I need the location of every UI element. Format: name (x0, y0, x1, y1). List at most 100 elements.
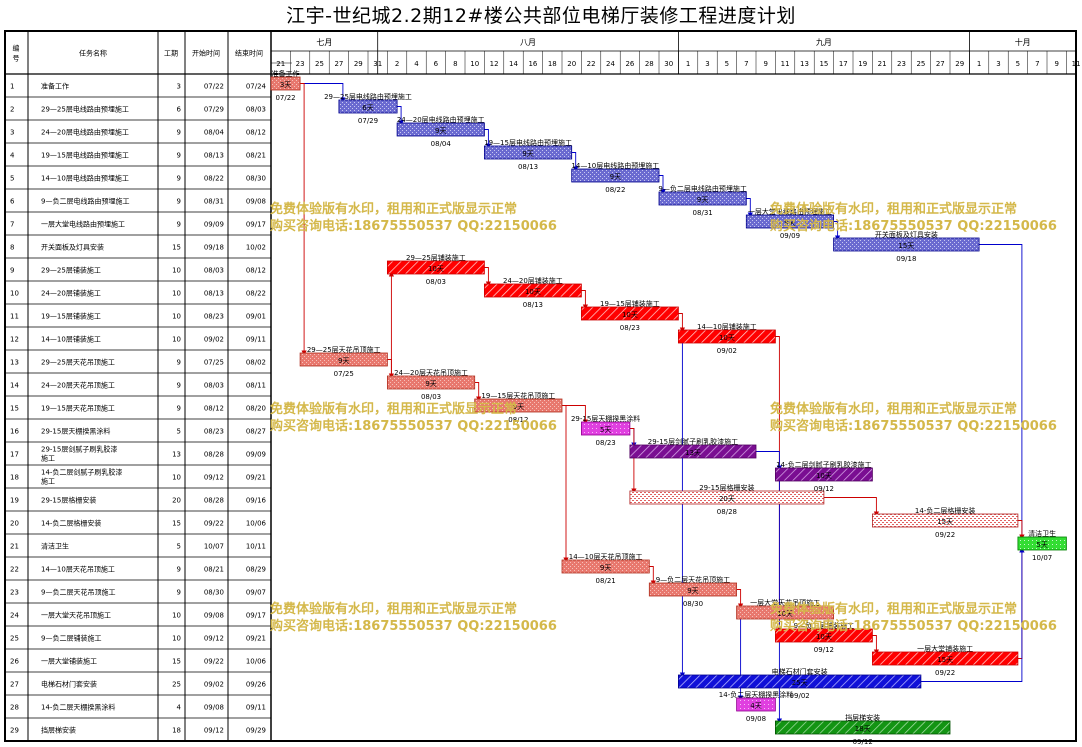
bar-task-label: 9—负二层电线路由预埋施工 (658, 184, 746, 193)
task-start: 09/02 (204, 336, 224, 344)
task-name: 14—10层天花吊顶施工 (41, 565, 115, 574)
task-name: 准备工作 (41, 82, 69, 91)
task-no: 13 (10, 359, 19, 367)
task-duration: 10 (172, 474, 181, 482)
bar-task-label: 29-15层剑腻子刷乳胶漆施工 (648, 437, 738, 446)
task-duration: 10 (172, 612, 181, 620)
task-start: 08/31 (204, 198, 224, 206)
day-tick-label: 17 (839, 60, 848, 68)
task-duration: 10 (172, 290, 181, 298)
task-start: 08/22 (204, 175, 224, 183)
task-no: 21 (10, 543, 19, 551)
task-name: 24—20层电线路由预埋施工 (41, 128, 129, 137)
task-name: 29—25层电线路由预埋施工 (41, 105, 129, 114)
task-end: 07/24 (246, 83, 267, 91)
gantt-bar (561, 559, 650, 574)
task-duration: 9 (177, 589, 181, 597)
task-name: 14-负二层剑腻子刷乳胶漆 (41, 468, 122, 477)
bar-duration-label: 20天 (719, 495, 735, 503)
task-duration: 6 (177, 106, 182, 114)
task-end: 09/11 (246, 704, 266, 712)
task-duration: 9 (177, 175, 181, 183)
task-no: 10 (10, 290, 19, 298)
bar-duration-label: 10天 (816, 472, 832, 480)
watermark-line-1: 免费体验版有水印，租用和正式版显示正常 (770, 601, 1017, 617)
task-no: 11 (10, 313, 19, 321)
task-duration: 4 (177, 704, 182, 712)
bar-task-label: 14—10层铺装施工 (697, 322, 757, 331)
bar-date-label: 08/13 (523, 301, 543, 309)
task-duration: 15 (172, 658, 181, 666)
task-duration: 15 (172, 520, 181, 528)
day-tick-label: 21 (276, 60, 285, 68)
gantt-bar (872, 651, 1019, 666)
dependency-link (300, 83, 346, 103)
task-name: 19—15层铺装施工 (41, 312, 101, 321)
task-no: 9 (10, 267, 14, 275)
task-end: 08/02 (246, 359, 266, 367)
task-duration: 9 (177, 405, 181, 413)
bar-date-label: 09/12 (853, 738, 873, 746)
day-tick-label: 5 (1016, 60, 1020, 68)
task-no: 17 (10, 451, 19, 459)
bar-task-label: 14-负二层天棚揆黑涂料 (719, 690, 793, 699)
bar-date-label: 08/21 (596, 577, 616, 585)
task-end: 10/11 (246, 543, 266, 551)
bar-date-label: 07/22 (275, 94, 295, 102)
task-start: 09/22 (204, 520, 224, 528)
bar-duration-label: 9天 (513, 403, 524, 411)
day-tick-label: 7 (1035, 60, 1039, 68)
day-tick-label: 15 (819, 60, 828, 68)
bar-duration-label: 10天 (428, 265, 444, 273)
dependency-link (581, 290, 589, 310)
day-tick-label: 24 (606, 60, 615, 68)
task-duration: 9 (177, 152, 181, 160)
task-end: 09/07 (246, 589, 266, 597)
day-tick-label: 5 (725, 60, 729, 68)
dependency-link (920, 547, 1025, 682)
bar-date-label: 08/23 (620, 324, 640, 332)
day-tick-label: 9 (763, 60, 767, 68)
dependency-link (736, 589, 744, 609)
task-duration: 13 (172, 451, 181, 459)
day-tick-label: 16 (528, 60, 537, 68)
dependency-link (629, 428, 637, 448)
task-start: 08/21 (204, 566, 224, 574)
bar-duration-label: 9天 (600, 564, 611, 572)
day-tick-label: 22 (587, 60, 596, 68)
task-start: 08/30 (204, 589, 224, 597)
task-end: 09/01 (246, 313, 266, 321)
task-start: 08/23 (204, 428, 224, 436)
bar-task-label: 14—10层电线路由预埋施工 (571, 161, 659, 170)
gantt-bar (386, 260, 485, 275)
task-no: 18 (10, 474, 19, 482)
dependency-link (388, 271, 475, 383)
task-end: 09/26 (246, 681, 267, 689)
bar-date-label: 08/04 (431, 140, 452, 148)
task-duration: 9 (177, 221, 181, 229)
day-tick-label: 23 (897, 60, 906, 68)
bar-duration-label: 18天 (855, 725, 871, 733)
task-end: 09/08 (246, 198, 266, 206)
task-name: 29—25层铺装施工 (41, 266, 101, 275)
task-name: 清洁卫生 (41, 542, 69, 551)
task-no: 25 (10, 635, 19, 643)
dependency-link (629, 428, 637, 494)
bar-task-label: 24—20层电线路由预埋施工 (397, 115, 485, 124)
task-duration: 10 (172, 336, 181, 344)
dependency-link (649, 566, 656, 586)
task-name: 29-15层格栅安装 (41, 496, 96, 505)
watermark-line-2: 购买咨询电话:18675550537 QQ:22150066 (270, 618, 557, 634)
bar-date-label: 09/22 (935, 531, 955, 539)
task-no: 20 (10, 520, 19, 528)
task-start: 09/22 (204, 658, 224, 666)
task-start: 08/13 (204, 152, 224, 160)
task-name: 一层大堂电线路由预埋施工 (41, 220, 125, 229)
task-no: 28 (10, 704, 19, 712)
bar-date-label: 08/22 (605, 186, 625, 194)
month-label: 十月 (1015, 37, 1031, 47)
task-start: 09/18 (204, 244, 224, 252)
month-label: 九月 (816, 38, 832, 47)
dependency-link (484, 267, 492, 287)
bar-date-label: 09/22 (935, 669, 955, 677)
